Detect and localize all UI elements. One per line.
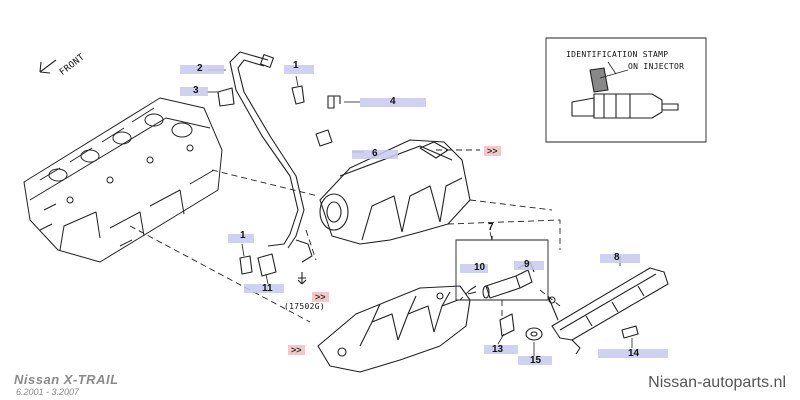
assembly-dashed-lines (129, 149, 561, 323)
part-number-4[interactable]: 4 (390, 96, 396, 107)
part-11-highlight (244, 284, 284, 293)
part-number-9[interactable]: 9 (524, 259, 530, 270)
part-number-7[interactable]: 7 (488, 222, 494, 233)
part-2-highlight (180, 65, 224, 74)
part-9-highlight (514, 261, 544, 270)
reference-code: (17502G) (284, 302, 325, 311)
part-10-highlight (460, 264, 488, 273)
model-title: Nissan X-TRAIL (14, 372, 119, 387)
part-4-highlight (360, 98, 426, 107)
part-number-10[interactable]: 10 (474, 262, 486, 273)
part-13-highlight (484, 345, 518, 354)
small-parts-drawing (334, 95, 639, 341)
part-number-1-top[interactable]: 1 (293, 60, 299, 71)
website-watermark[interactable]: Nissan-autoparts.nl (648, 374, 786, 391)
part-number-3[interactable]: 3 (193, 85, 199, 96)
injector-drawing (467, 261, 535, 299)
continuation-arrow-top[interactable]: >> (484, 146, 501, 156)
fuel-rail-drawing (547, 267, 669, 355)
model-dates: 6.2001 - 3.2007 (16, 387, 80, 397)
part-1a-highlight (284, 65, 314, 74)
continuation-arrow-middle[interactable]: >> (312, 292, 329, 302)
part-number-2[interactable]: 2 (197, 63, 203, 74)
part-3-highlight (180, 87, 208, 96)
part-number-13[interactable]: 13 (492, 344, 504, 355)
inset-injector-drawing (571, 61, 679, 119)
part-14-highlight (598, 349, 668, 358)
part-number-1-bottom[interactable]: 1 (240, 230, 246, 241)
part-number-8[interactable]: 8 (614, 252, 620, 263)
part-6-highlight (352, 150, 398, 159)
intake-manifold-lower-drawing (317, 285, 471, 373)
part-number-14[interactable]: 14 (628, 348, 640, 359)
clamp-drawings (217, 85, 335, 285)
fuel-hose-drawing (229, 51, 313, 263)
part-15-highlight (518, 356, 552, 365)
inset-stamp-label: IDENTIFICATION STAMP (566, 50, 669, 59)
part-number-15[interactable]: 15 (530, 355, 542, 366)
part-1b-highlight (228, 234, 254, 243)
inset-stamp-label-2: ON INJECTOR (628, 62, 685, 71)
front-arrow-icon (39, 59, 57, 74)
part-8-highlight (600, 254, 640, 263)
part-number-6[interactable]: 6 (372, 148, 378, 159)
inset-frame (545, 37, 707, 143)
cylinder-head-drawing (23, 97, 223, 263)
part-number-11[interactable]: 11 (262, 283, 273, 294)
leader-lines (206, 69, 633, 356)
continuation-arrow-bottom[interactable]: >> (288, 345, 305, 355)
